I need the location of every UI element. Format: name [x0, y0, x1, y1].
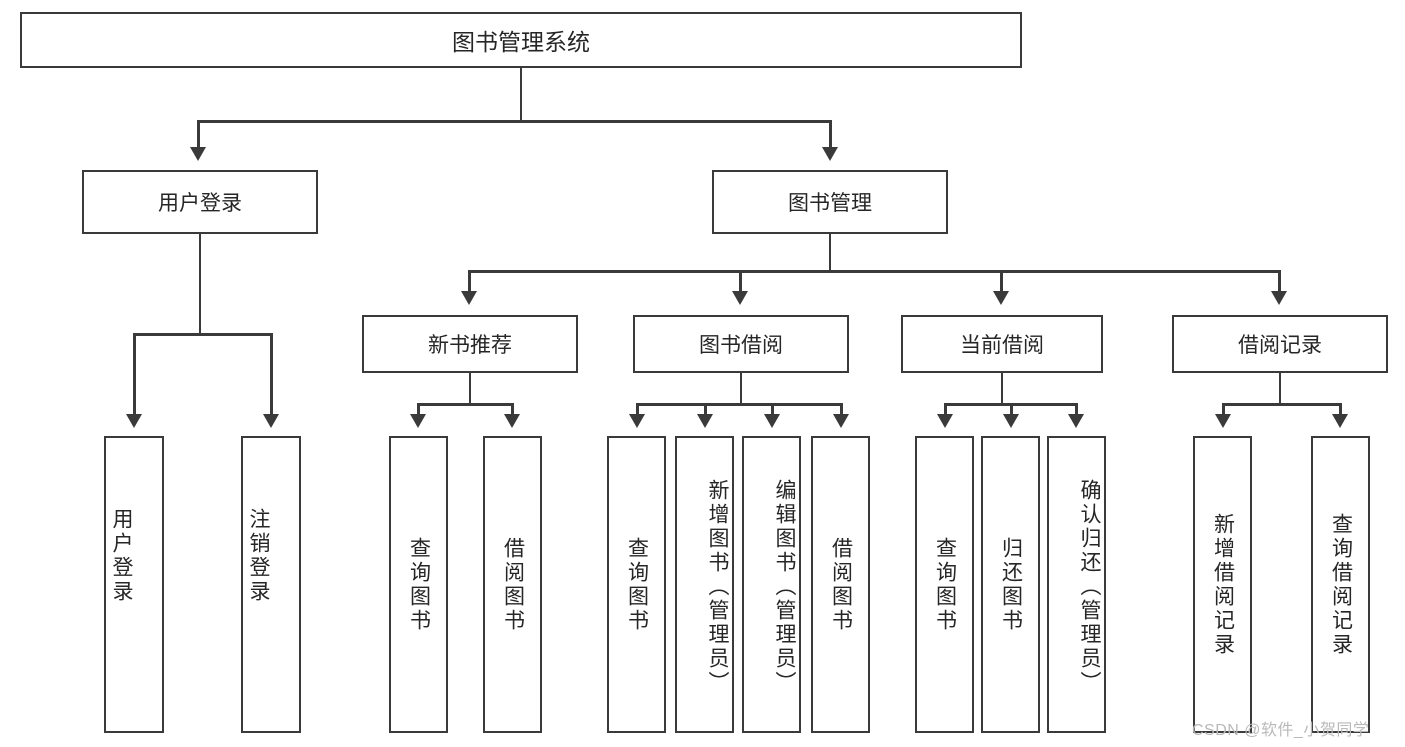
arrow-to-book-management	[822, 147, 838, 161]
node-label: 新书推荐	[428, 334, 512, 357]
leaf-br-add-record[interactable]: 新增借阅记录	[1193, 436, 1252, 733]
leaf-cb-return-book[interactable]: 归还图书	[981, 436, 1040, 733]
leaf-logout[interactable]: 注销登录	[241, 436, 301, 733]
connector-bb-drop-4	[840, 403, 843, 416]
node-book-management[interactable]: 图书管理	[712, 170, 948, 234]
arrow-to-leaf-br-query-record	[1332, 414, 1348, 428]
leaf-bb-edit-book[interactable]: 编辑图书（管理员）	[742, 436, 801, 733]
connector-bb-drop-1	[636, 403, 639, 416]
connector-root-bus	[197, 120, 831, 123]
node-label: 查询图书	[933, 536, 957, 633]
connector-bb-drop-2	[704, 403, 707, 416]
node-label: 借阅图书	[829, 536, 853, 633]
connector-nbr-stem	[468, 373, 471, 405]
watermark-text: CSDN @软件_小贺同学	[1192, 722, 1370, 739]
arrow-to-leaf-nbr-borrow-book	[504, 414, 520, 428]
leaf-bb-query-book[interactable]: 查询图书	[607, 436, 666, 733]
connector-book-mgmt-drop-4	[1278, 270, 1281, 293]
connector-nbr-bus	[417, 403, 513, 406]
arrow-to-leaf-cb-return-book	[1003, 414, 1019, 428]
connector-root-drop-right	[829, 120, 832, 150]
connector-user-login-bus	[133, 333, 272, 336]
connector-book-mgmt-stem	[828, 234, 831, 272]
node-label: 借阅记录	[1238, 334, 1322, 357]
arrow-to-leaf-bb-borrow-book	[833, 414, 849, 428]
connector-user-login-drop-1	[133, 333, 136, 416]
connector-cb-drop-1	[944, 403, 947, 416]
connector-br-stem	[1278, 373, 1281, 405]
connector-br-bus	[1222, 403, 1341, 406]
connector-user-login-drop-2	[270, 333, 273, 416]
connector-cb-drop-2	[1010, 403, 1013, 416]
node-label: 用户登录	[110, 507, 133, 604]
node-label: 查询图书	[407, 536, 431, 633]
node-label: 当前借阅	[960, 334, 1044, 357]
arrow-to-book-borrow	[732, 291, 748, 305]
node-new-book-recommend[interactable]: 新书推荐	[362, 315, 578, 373]
node-label: 新增借阅记录	[1211, 512, 1235, 657]
node-label: 图书借阅	[699, 334, 783, 357]
node-borrow-record[interactable]: 借阅记录	[1172, 315, 1388, 373]
leaf-cb-confirm-return[interactable]: 确认归还（管理员）	[1047, 436, 1106, 733]
connector-root-stem	[519, 68, 522, 122]
node-label: 编辑图书（管理员）	[773, 478, 796, 695]
leaf-br-query-record[interactable]: 查询借阅记录	[1311, 436, 1370, 733]
connector-user-login-stem	[198, 234, 201, 335]
connector-book-mgmt-drop-1	[468, 270, 471, 293]
arrow-to-new-book-recommend	[461, 291, 477, 305]
arrow-to-leaf-user-login	[126, 414, 142, 428]
leaf-nbr-borrow-book[interactable]: 借阅图书	[483, 436, 542, 733]
connector-nbr-drop-1	[417, 403, 420, 416]
connector-br-drop-2	[1339, 403, 1342, 416]
node-label: 图书管理	[788, 192, 872, 215]
leaf-cb-query-book[interactable]: 查询图书	[915, 436, 974, 733]
node-label: 查询借阅记录	[1329, 512, 1353, 657]
connector-cb-stem	[1000, 373, 1003, 405]
connector-book-mgmt-drop-2	[739, 270, 742, 293]
connector-br-drop-1	[1222, 403, 1225, 416]
arrow-to-leaf-br-add-record	[1215, 414, 1231, 428]
arrow-to-borrow-record	[1271, 291, 1287, 305]
arrow-to-leaf-cb-confirm-return	[1068, 414, 1084, 428]
connector-cb-drop-3	[1075, 403, 1078, 416]
node-label: 新增图书（管理员）	[706, 478, 729, 695]
arrow-to-leaf-bb-query-book	[629, 414, 645, 428]
node-label: 注销登录	[247, 507, 270, 604]
arrow-to-leaf-cb-query-book	[937, 414, 953, 428]
arrow-to-leaf-bb-add-book	[697, 414, 713, 428]
connector-bb-drop-3	[771, 403, 774, 416]
node-label: 用户登录	[158, 192, 242, 215]
node-label: 图书管理系统	[452, 29, 590, 55]
leaf-user-login[interactable]: 用户登录	[104, 436, 164, 733]
node-label: 归还图书	[999, 536, 1023, 633]
arrow-to-leaf-bb-edit-book	[764, 414, 780, 428]
connector-bb-bus	[636, 403, 843, 406]
connector-book-mgmt-bus	[468, 270, 1280, 273]
node-label: 确认归还（管理员）	[1078, 478, 1101, 695]
arrow-to-current-borrow	[993, 291, 1009, 305]
connector-book-mgmt-drop-3	[1000, 270, 1003, 293]
arrow-to-leaf-logout	[263, 414, 279, 428]
node-current-borrow[interactable]: 当前借阅	[901, 315, 1103, 373]
node-label: 查询图书	[625, 536, 649, 633]
connector-nbr-drop-2	[511, 403, 514, 416]
node-label: 借阅图书	[501, 536, 525, 633]
leaf-bb-borrow-book[interactable]: 借阅图书	[811, 436, 870, 733]
arrow-to-user-login	[190, 147, 206, 161]
leaf-nbr-query-book[interactable]: 查询图书	[389, 436, 448, 733]
connector-root-drop-left	[197, 120, 200, 150]
leaf-bb-add-book[interactable]: 新增图书（管理员）	[675, 436, 734, 733]
arrow-to-leaf-nbr-query-book	[410, 414, 426, 428]
node-book-borrow[interactable]: 图书借阅	[633, 315, 849, 373]
node-root-system[interactable]: 图书管理系统	[20, 12, 1022, 68]
node-user-login[interactable]: 用户登录	[82, 170, 318, 234]
connector-bb-stem	[739, 373, 742, 405]
